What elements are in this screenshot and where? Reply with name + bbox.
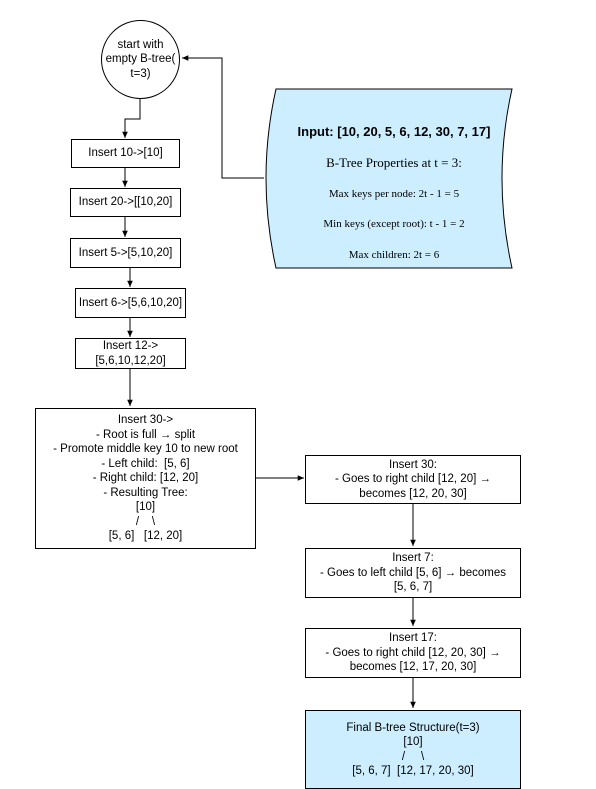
start-line-3: t=3) (130, 67, 151, 80)
split-line-8: / \ (135, 515, 156, 528)
split-line-2: - Root is full → split (95, 428, 196, 441)
final-line-1: Final B-tree Structure(t=3) (346, 721, 480, 734)
final-line-4: [5, 6, 7] [12, 17, 20, 30] (352, 765, 474, 777)
insert-17-line-3: becomes [12, 17, 20, 30] (349, 661, 477, 674)
final-structure-node: Final B-tree Structure(t=3) [10] / \ [5,… (305, 710, 521, 789)
insert-7-line-3: [5, 6, 7] (393, 581, 433, 594)
split-line-1: Insert 30-> (117, 414, 174, 427)
insert-20-node: Insert 20->[[10,20] (70, 188, 181, 217)
final-line-3: / \ (401, 750, 425, 763)
insert-20-label: Insert 20->[[10,20] (78, 196, 173, 209)
split-line-6: - Resulting Tree: (103, 486, 188, 499)
insert-7-node: Insert 7: - Goes to left child [5, 6] → … (305, 548, 521, 598)
insert-7-line-1: Insert 7: (392, 552, 434, 565)
start-node: start with empty B-tree( t=3) (101, 20, 180, 99)
connector-start-to-insert10 (122, 98, 141, 138)
input-heading: Input: [10, 20, 5, 6, 12, 30, 7, 17] (297, 124, 491, 139)
start-line-2: empty B-tree( (105, 53, 176, 66)
insert-30-right-line-3: becomes [12, 20, 30] (359, 487, 467, 500)
split-line-3: - Promote middle key 10 to new root (53, 443, 238, 456)
split-line-5: - Right child: [12, 20] (92, 472, 199, 485)
insert-12-node: Insert 12-> [5,6,10,12,20] (75, 338, 186, 369)
insert-17-node: Insert 17: - Goes to right child [12, 20… (305, 628, 521, 678)
insert-30-split-node: Insert 30-> - Root is full → split - Pro… (35, 408, 256, 549)
start-line-1: start with (117, 38, 164, 51)
split-line-7: [10] (135, 501, 156, 514)
min-keys-text: Min keys (except root): t - 1 = 2 (323, 218, 465, 230)
final-line-2: [10] (403, 736, 423, 748)
max-keys-text: Max keys per node: 2t - 1 = 5 (328, 188, 460, 200)
insert-30-right-line-2: - Goes to right child [12, 20] → (335, 473, 491, 486)
input-document-shape (265, 88, 513, 269)
split-line-9: [5, 6] [12, 20] (108, 530, 183, 543)
insert-6-node: Insert 6->[5,6,10,20] (75, 288, 186, 318)
max-children-text: Max children: 2t = 6 (348, 249, 440, 261)
insert-10-node: Insert 10->[10] (71, 139, 180, 168)
insert-30-right-line-1: Insert 30: (389, 458, 437, 471)
properties-title: B-Tree Properties at t = 3: (326, 155, 462, 170)
insert-5-label: Insert 5->[5,10,20] (78, 246, 173, 259)
insert-10-label: Insert 10->[10] (88, 147, 163, 160)
insert-12-line-2: [5,6,10,12,20] (95, 354, 166, 367)
split-line-4: - Left child: [5, 6] (101, 457, 190, 470)
insert-6-label: Insert 6->[5,6,10,20] (78, 296, 183, 309)
connector-doc-to-start (182, 55, 264, 179)
insert-30-right-node: Insert 30: - Goes to right child [12, 20… (305, 455, 521, 504)
insert-5-node: Insert 5->[5,10,20] (70, 238, 181, 268)
insert-12-line-1: Insert 12-> (102, 340, 159, 352)
insert-17-line-2: - Goes to right child [12, 20, 30] → (325, 646, 501, 659)
insert-17-line-1: Insert 17: (389, 632, 437, 645)
insert-7-line-2: - Goes to left child [5, 6] → becomes (320, 566, 506, 579)
